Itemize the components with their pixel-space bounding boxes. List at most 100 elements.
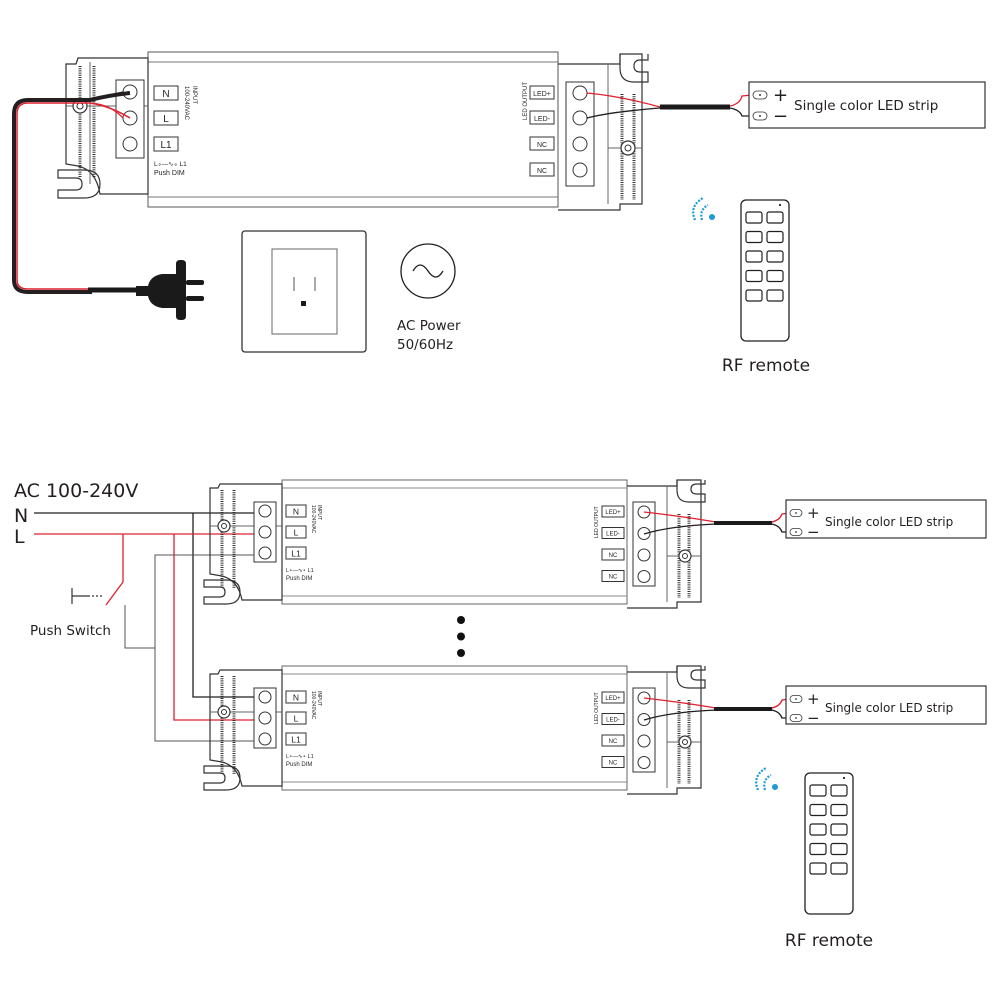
- output-terminal: [637, 734, 651, 748]
- led-minus-sign: −: [773, 106, 788, 127]
- output-terminal-label: NC: [609, 761, 618, 767]
- bottom-rf-remote: [804, 772, 854, 915]
- top-input-wiring: [89, 91, 124, 119]
- remote-button[interactable]: [766, 289, 784, 302]
- wireless-signal-icon: [755, 767, 778, 791]
- input-label: INPUT: [316, 691, 322, 706]
- controller-output-end: [627, 479, 706, 609]
- remote-button[interactable]: [809, 823, 827, 836]
- top-controller: N L L1 INPUT 100-240VAC L∘—∿∘ L1 Push DI…: [57, 51, 649, 211]
- led-minus-sign: −: [807, 523, 820, 541]
- input-label-box: [285, 690, 307, 704]
- remote-button[interactable]: [745, 250, 763, 263]
- remote-button[interactable]: [809, 842, 827, 856]
- controller-input-end: [203, 483, 283, 605]
- label-box-nc-1: [529, 136, 555, 151]
- controller-output-end: [627, 665, 706, 795]
- input-terminal: [258, 732, 272, 746]
- input-terminal-label: L: [294, 528, 299, 538]
- remote-button[interactable]: [830, 784, 848, 797]
- output-terminal-block: [632, 501, 656, 587]
- output-terminal-label: LED-: [606, 532, 620, 538]
- remote-button[interactable]: [745, 211, 763, 224]
- remote-button[interactable]: [809, 784, 827, 797]
- input-label-box: [285, 525, 307, 539]
- output-label-box: [601, 527, 625, 539]
- led-output-wiring: [643, 511, 791, 535]
- terminal-l1: [122, 136, 138, 152]
- wireless-signal-icon: [692, 197, 715, 221]
- remote-button[interactable]: [809, 803, 827, 817]
- remote-button[interactable]: [745, 230, 763, 244]
- terminal-nc-1: [572, 136, 588, 152]
- remote-button[interactable]: [766, 211, 784, 224]
- output-label-box: [601, 734, 625, 747]
- ac-sine-icon: [400, 243, 456, 299]
- output-label-box: [601, 505, 625, 518]
- input-terminal: [258, 690, 272, 704]
- output-terminal: [637, 570, 651, 583]
- output-terminal-label: LED-: [606, 718, 620, 724]
- led-strip: +−Single color LED strip: [785, 685, 987, 727]
- output-terminal-label: NC: [609, 553, 618, 559]
- led-strip-label: Single color LED strip: [825, 701, 953, 715]
- remote-button[interactable]: [745, 269, 763, 283]
- output-terminal: [637, 548, 651, 562]
- ellipsis-dot: [457, 632, 465, 641]
- input-voltage-label: 100-240VAC: [310, 505, 316, 534]
- label-box-led-plus: [529, 85, 555, 100]
- top-led-output-wiring: [586, 92, 753, 119]
- label-box-l: [153, 110, 179, 126]
- remote-led-indicator: [778, 203, 782, 207]
- input-terminal-label: N: [293, 507, 299, 517]
- remote-button[interactable]: [830, 842, 848, 856]
- remote-button[interactable]: [830, 862, 848, 875]
- output-terminal-block: [632, 687, 656, 773]
- led-strip-label: Single color LED strip: [794, 98, 938, 114]
- terminal-led-plus: [572, 85, 588, 101]
- output-label-box: [601, 548, 625, 561]
- led-plus-sign: +: [807, 690, 820, 708]
- remote-button[interactable]: [766, 269, 784, 283]
- input-voltage-label: 100-240VAC: [310, 691, 316, 720]
- label-box-led-minus: [529, 110, 555, 125]
- led-minus-sign: −: [807, 709, 820, 727]
- remote-button[interactable]: [809, 862, 827, 875]
- remote-button[interactable]: [766, 250, 784, 263]
- output-label-box: [601, 691, 625, 704]
- bottom-supply-wiring: [34, 512, 262, 742]
- label-box-n: [153, 85, 179, 101]
- input-terminal-label: N: [293, 693, 299, 703]
- remote-button[interactable]: [766, 230, 784, 244]
- input-label: INPUT: [316, 505, 322, 520]
- ellipsis-dot: [457, 616, 465, 624]
- led-strip: +−Single color LED strip: [785, 499, 987, 541]
- switch-symbol: L∘—∿∘ L1: [154, 161, 187, 168]
- label-box-nc-2: [529, 162, 555, 177]
- output-label-box: [601, 713, 625, 725]
- input-terminal: [258, 546, 272, 560]
- label-box-l1: [153, 136, 179, 152]
- output-terminal: [637, 756, 651, 769]
- output-terminal-led-plus-label: LED+: [533, 91, 551, 98]
- remote-button[interactable]: [745, 289, 763, 302]
- output-terminal-led-minus-label: LED-: [534, 116, 551, 123]
- input-label: INPUT: [191, 86, 197, 104]
- output-terminal-label: NC: [609, 575, 618, 581]
- led-output-wiring: [643, 697, 791, 721]
- output-label-box: [601, 570, 625, 582]
- push-dim-label: Push DIM: [286, 576, 312, 582]
- output-label: LED OUTPUT: [523, 82, 529, 120]
- neutral-label: N: [14, 505, 28, 527]
- input-terminal-label: L: [294, 714, 299, 724]
- top-rf-remote-label: RF remote: [722, 356, 810, 376]
- top-led-strip: + − Single color LED strip: [748, 81, 986, 129]
- input-voltage-label: 100-240VAC: [183, 86, 189, 121]
- remote-button[interactable]: [830, 803, 848, 817]
- input-terminal: [258, 711, 272, 725]
- remote-button[interactable]: [830, 823, 848, 836]
- remote-led-indicator: [842, 776, 846, 780]
- input-terminal-n-label: N: [162, 89, 169, 100]
